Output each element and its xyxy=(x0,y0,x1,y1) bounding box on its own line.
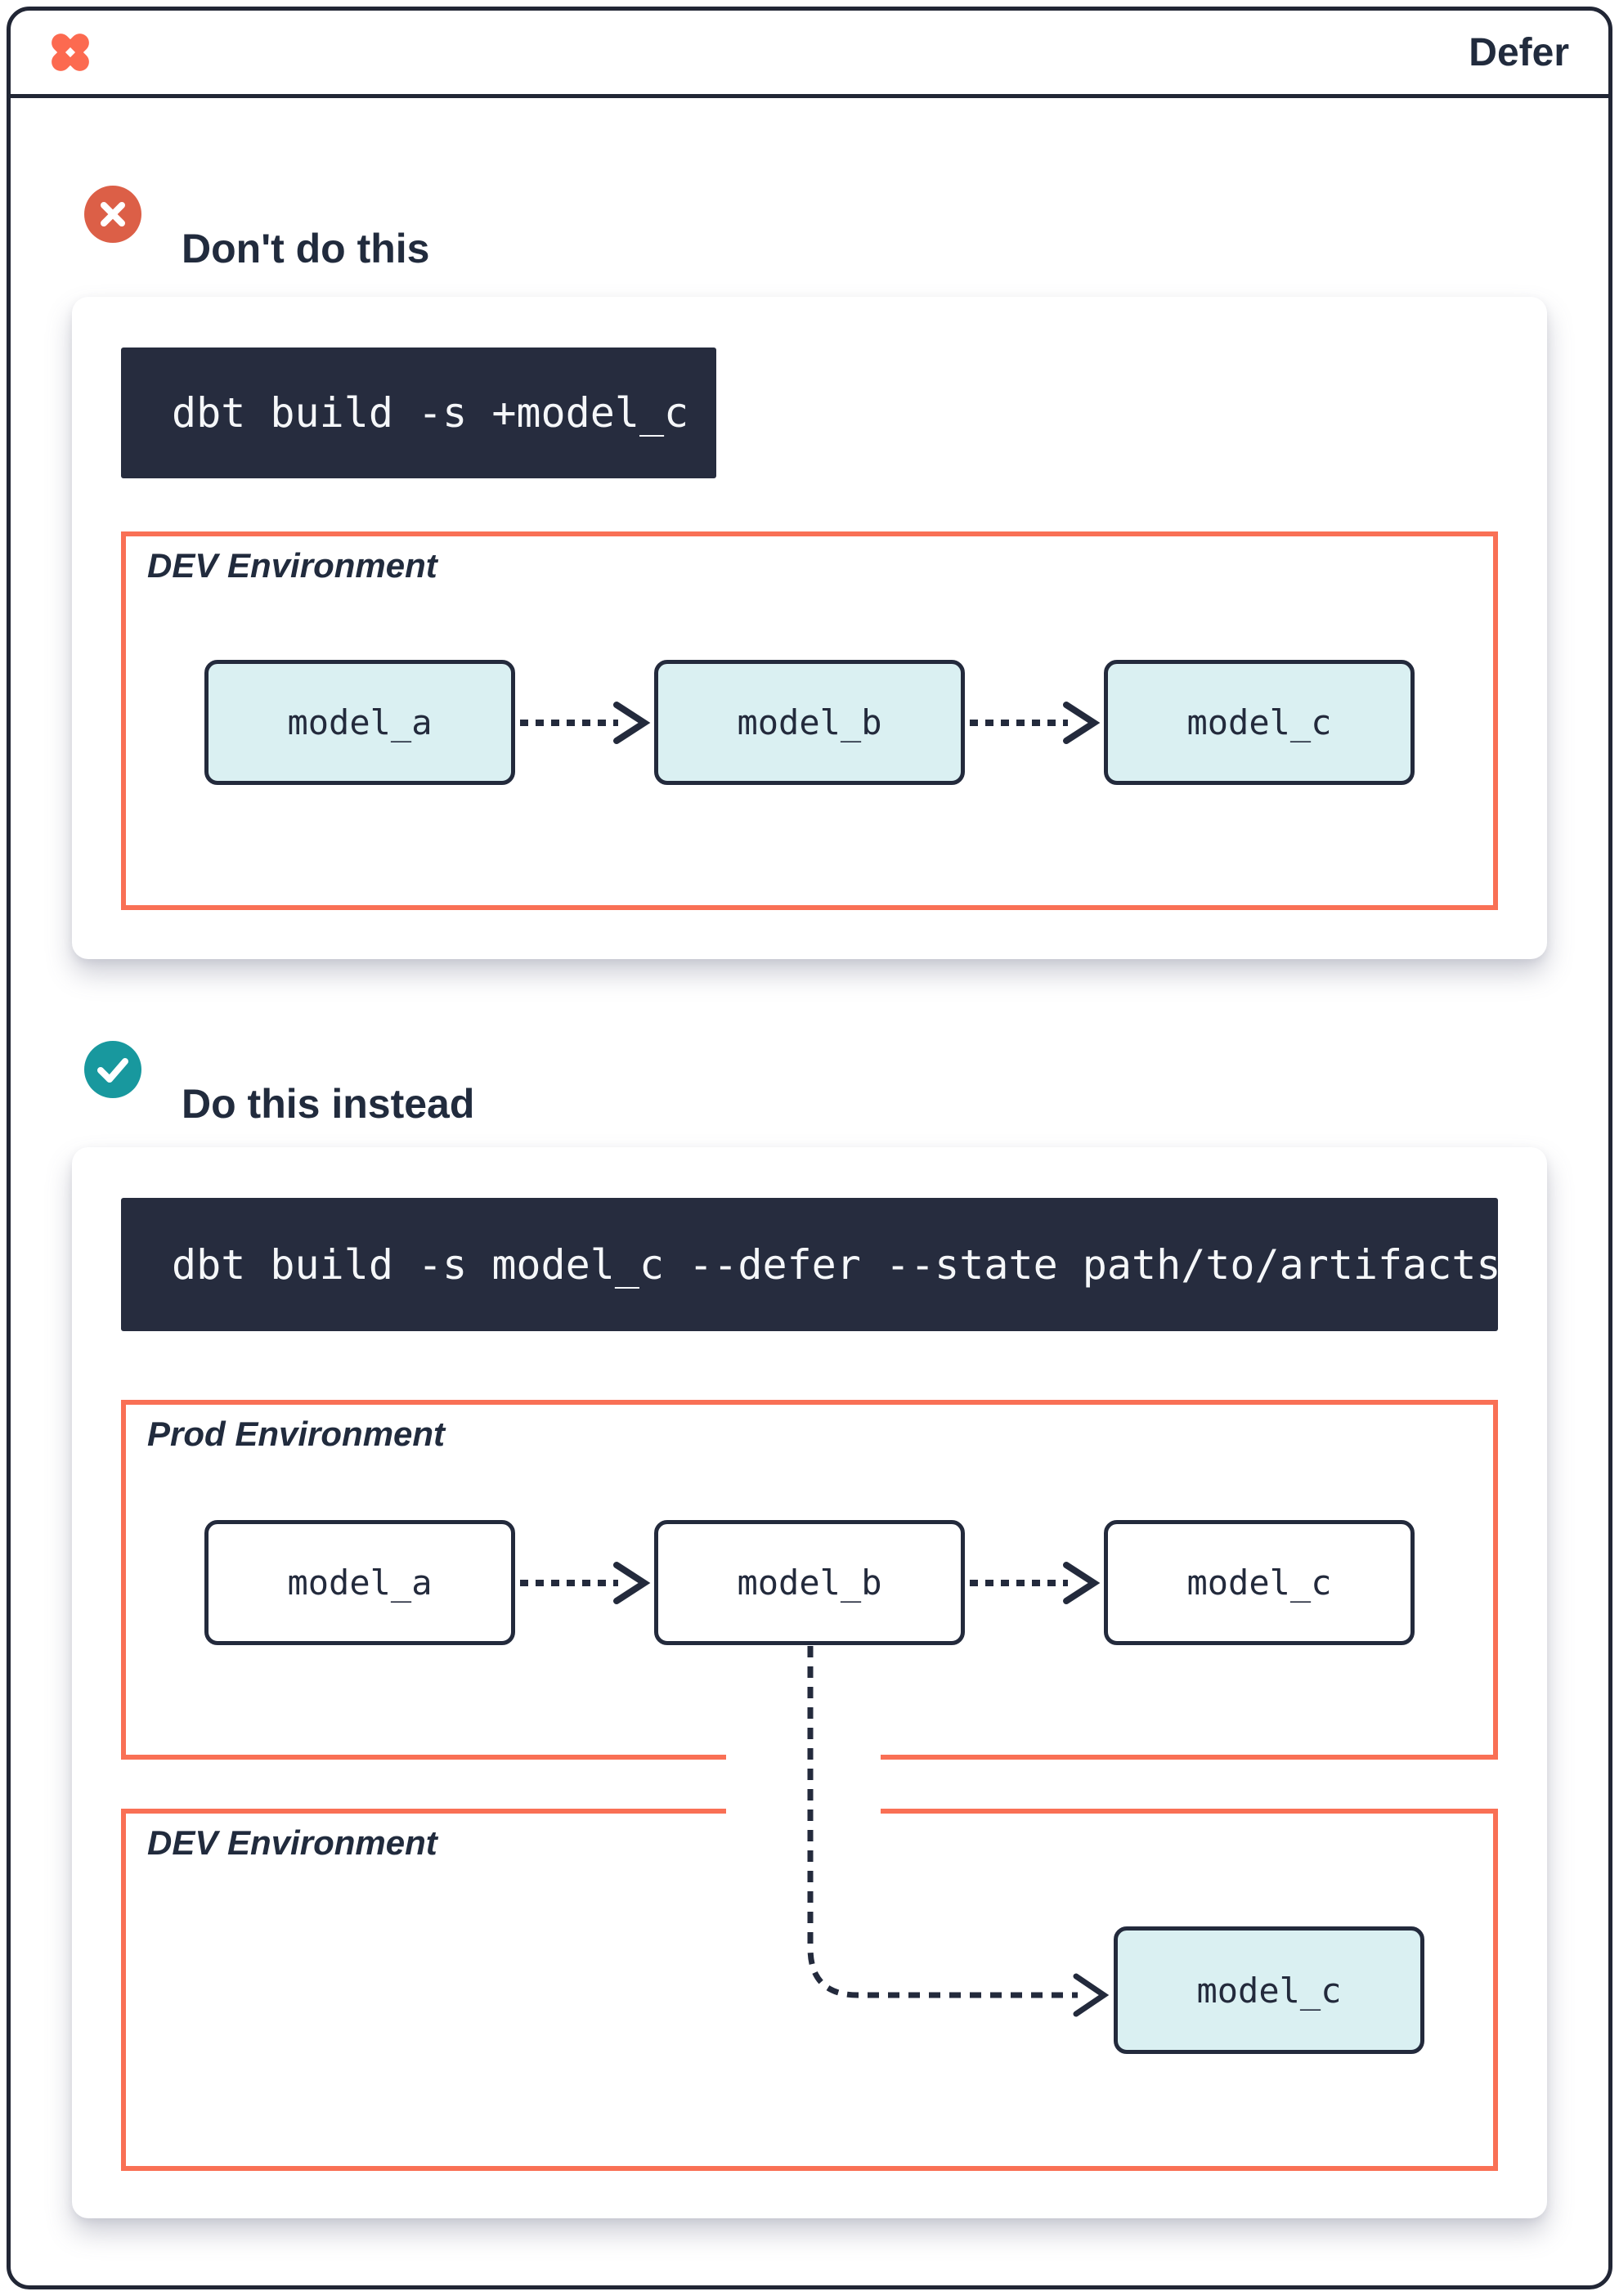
x-circle-icon xyxy=(84,186,141,243)
model-node: model_c xyxy=(1104,1520,1415,1645)
command-do: dbt build -s model_c --defer --state pat… xyxy=(121,1198,1501,1331)
section-title-do: Do this instead xyxy=(182,1080,475,1127)
model-node: model_b xyxy=(654,1520,965,1645)
border-gap xyxy=(726,1751,881,1766)
check-circle-icon xyxy=(84,1041,141,1098)
dashed-arrow-icon xyxy=(520,1562,651,1604)
model-node: model_a xyxy=(204,1520,515,1645)
dbt-logo-icon xyxy=(52,34,89,71)
x-glyph xyxy=(101,202,125,226)
check-glyph xyxy=(97,1058,128,1083)
dashed-arrow-icon xyxy=(520,702,651,744)
section-title-dont: Don't do this xyxy=(182,225,430,271)
env-label-dev-2: DEV Environment xyxy=(147,1823,437,1862)
dashed-arrow-icon xyxy=(970,702,1101,744)
border-gap xyxy=(726,1805,881,1820)
page-title: Defer xyxy=(1469,30,1569,74)
model-node: model_c xyxy=(1114,1926,1424,2054)
env-box-dev-1 xyxy=(121,531,1498,910)
model-node: model_b xyxy=(654,660,965,785)
dashed-arrow-icon xyxy=(970,1562,1101,1604)
defer-connector-line xyxy=(807,1646,1110,2017)
env-label-dev-1: DEV Environment xyxy=(147,546,437,585)
model-node: model_a xyxy=(204,660,515,785)
command-dont: dbt build -s +model_c xyxy=(121,348,716,478)
model-node: model_c xyxy=(1104,660,1415,785)
env-label-prod: Prod Environment xyxy=(147,1415,446,1453)
top-bar: Defer xyxy=(11,11,1608,98)
